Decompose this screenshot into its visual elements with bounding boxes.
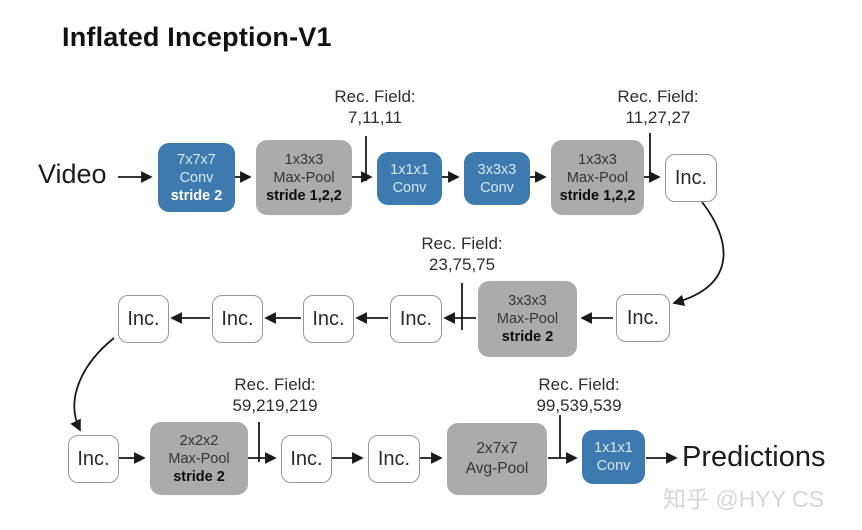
arrow-inc1-to-inc2-curve [672,201,725,307]
op-label: Max-Pool [168,450,230,467]
conv-1x1x1-block-1: 1x1x1 Conv [377,152,442,205]
stride-label: stride 1,2,2 [266,187,342,204]
rec-field-label: Rec. Field: [617,87,699,106]
maxpool-2x2x2-block: 2x2x2 Max-Pool stride 2 [150,422,248,495]
maxpool-1x3x3-block-2: 1x3x3 Max-Pool stride 1,2,2 [551,140,644,215]
rec-field-value: 23,75,75 [428,255,496,274]
inception-block-2: Inc. [616,294,670,342]
inc-label: Inc. [399,307,433,330]
inc-label: Inc. [77,447,110,470]
op-label: Max-Pool [566,169,629,186]
rec-field-annotation-2: Rec. Field: 11,27,27 [597,86,719,128]
kernel-label: 2x7x7 [476,440,518,457]
inception-block-5: Inc. [212,295,263,343]
rec-field-value: 59,219,219 [232,396,318,415]
maxpool-1x3x3-block-1: 1x3x3 Max-Pool stride 1,2,2 [256,140,352,215]
kernel-label: 3x3x3 [508,293,547,309]
rec-field-value: 7,11,11 [347,108,403,127]
rec-field-annotation-1: Rec. Field: 7,11,11 [314,86,436,128]
conv-3x3x3-block: 3x3x3 Conv [464,152,530,205]
kernel-label: 1x3x3 [284,151,324,168]
rec-field-label: Rec. Field: [234,375,316,394]
op-label: Conv [392,179,427,196]
rec-field-annotation-5: Rec. Field: 99,539,539 [508,374,650,416]
rec-field-value: 11,27,27 [625,108,691,127]
rec-field-label: Rec. Field: [538,375,620,394]
op-label: Max-Pool [273,169,335,186]
kernel-label: 1x1x1 [594,440,633,456]
maxpool-3x3x3-block: 3x3x3 Max-Pool stride 2 [478,281,577,357]
op-label: Conv [480,179,514,196]
inception-block-4: Inc. [303,295,354,343]
kernel-label: 3x3x3 [477,161,517,178]
kernel-label: 1x3x3 [578,151,617,168]
arrow-inc6-to-inc7-curve [70,337,115,432]
inc-label: Inc. [626,306,660,329]
inc-label: Inc. [312,307,345,330]
inception-block-8: Inc. [281,435,332,483]
op-label: Conv [596,458,631,474]
rec-field-label: Rec. Field: [421,234,503,253]
stride-label: stride 2 [173,468,225,485]
output-label-predictions: Predictions [682,441,826,473]
inception-block-7: Inc. [68,435,119,483]
inc-label: Inc. [127,307,160,330]
kernel-label: 1x1x1 [390,161,429,178]
diagram-title: Inflated Inception-V1 [62,22,332,52]
conv-7x7x7-block: 7x7x7 Conv stride 2 [158,143,235,212]
inception-block-9: Inc. [368,435,420,483]
rec-field-annotation-4: Rec. Field: 59,219,219 [204,374,346,416]
op-label: Max-Pool [496,311,559,327]
kernel-label: 7x7x7 [177,151,216,168]
stride-label: stride 2 [501,329,554,345]
inc-label: Inc. [290,447,323,470]
inception-block-3: Inc. [390,295,442,343]
stride-label: stride 1,2,2 [559,187,636,204]
inc-label: Inc. [674,166,708,189]
rec-field-annotation-3: Rec. Field: 23,75,75 [401,233,523,275]
watermark: 知乎 @HYY CS [663,486,824,512]
kernel-label: 2x2x2 [179,432,219,449]
conv-1x1x1-block-2: 1x1x1 Conv [582,430,645,484]
stride-label: stride 2 [170,187,223,204]
inception-block-1: Inc. [665,154,717,202]
avgpool-2x7x7-block: 2x7x7 Avg-Pool [447,423,547,495]
rec-field-value: 99,539,539 [536,396,622,415]
input-label-video: Video [38,159,107,189]
rec-field-label: Rec. Field: [334,87,416,106]
op-label: Conv [179,169,214,186]
inception-block-6: Inc. [118,295,169,343]
inc-label: Inc. [221,307,254,330]
inc-label: Inc. [377,447,411,470]
op-label: Avg-Pool [465,460,529,477]
